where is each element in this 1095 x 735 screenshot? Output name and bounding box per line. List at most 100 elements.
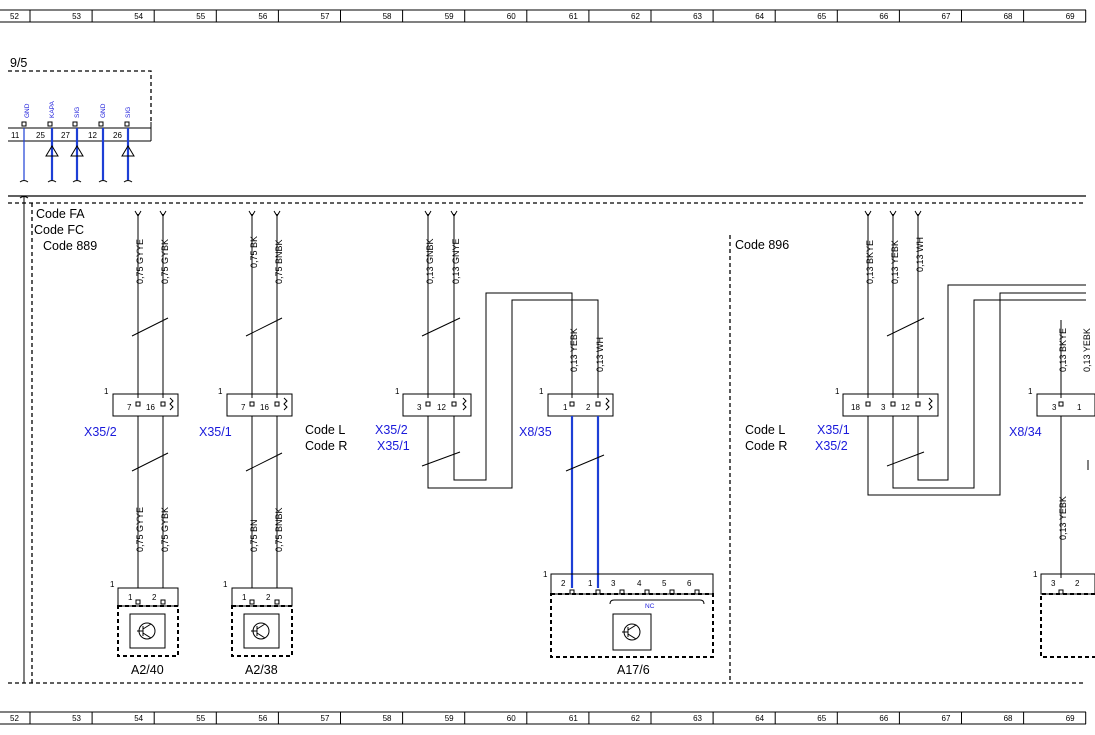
- wire-label: 0,75 BNBK: [274, 507, 284, 552]
- ruler-column-number: 67: [942, 714, 951, 723]
- component-a17-6: 1 2 1 3 4 5 6 NC A17/6: [543, 570, 714, 677]
- svg-text:16: 16: [146, 403, 155, 412]
- wire-group-a2-38: 0,75 BK 0,75 BNBK 1 7 16 X35/1 0,75 BN 0…: [199, 214, 293, 677]
- wire-label: 0,13 GNYE: [451, 238, 461, 284]
- wire-label: 0,75 GYYE: [135, 239, 145, 284]
- ruler-column-number: 68: [1004, 12, 1013, 21]
- wire-label: 0,75 GYYE: [135, 507, 145, 552]
- connector-label: X35/1: [817, 423, 850, 437]
- code-label: Code R: [305, 439, 347, 453]
- top-module-pin: GND 12: [88, 103, 107, 140]
- transistor-icon: [137, 622, 156, 640]
- svg-text:1: 1: [104, 387, 109, 396]
- wire-label: 0,13 YEBK: [1058, 496, 1068, 540]
- ruler-column-number: 57: [321, 714, 330, 723]
- svg-text:6: 6: [687, 579, 692, 588]
- top-module-ref: 9/5: [10, 56, 27, 70]
- svg-text:12: 12: [88, 131, 97, 140]
- wire-group-right: 0,13 BKYE 0,13 YEBK 0,13 WH 1 18 3 1 2 X3…: [815, 214, 1095, 658]
- ruler-column-number: 65: [817, 12, 826, 21]
- ruler-column-number: 53: [72, 12, 81, 21]
- svg-text:5: 5: [662, 579, 667, 588]
- ruler-column-number: 68: [1004, 714, 1013, 723]
- wire-label: 0,13 YEBK: [1082, 328, 1092, 372]
- ruler-column-number: 64: [755, 714, 764, 723]
- code-label: Code FC: [34, 223, 84, 237]
- svg-text:11: 11: [11, 131, 20, 140]
- svg-text:2: 2: [1075, 579, 1080, 588]
- ruler-column-number: 56: [258, 714, 267, 723]
- wire-label: 0,13 WH: [915, 237, 925, 272]
- wire-label: 0,13 GNBK: [425, 238, 435, 284]
- svg-text:3: 3: [881, 403, 886, 412]
- wire-label: 0,13 BKYE: [1058, 328, 1068, 372]
- nc-label: NC: [645, 603, 655, 610]
- svg-text:1: 1: [1028, 387, 1033, 396]
- ruler-column-number: 56: [258, 12, 267, 21]
- code-label: Code L: [305, 423, 345, 437]
- svg-text:1: 1: [110, 580, 115, 589]
- top-module-pin: KAPA 25: [36, 100, 56, 140]
- svg-text:4: 4: [637, 579, 642, 588]
- wire-label: 0,13 YEBK: [890, 240, 900, 284]
- wire-label: 0,13 BKYE: [865, 240, 875, 284]
- svg-text:27: 27: [61, 131, 70, 140]
- svg-text:1: 1: [223, 580, 228, 589]
- svg-text:1: 1: [1077, 403, 1082, 412]
- ground-icon: [45, 145, 135, 157]
- svg-text:1: 1: [128, 593, 133, 602]
- wire-label: 0,75 GYBK: [160, 507, 170, 552]
- ruler-column-number: 60: [507, 714, 516, 723]
- ruler-column-number: 52: [10, 12, 19, 21]
- ruler-column-number: 59: [445, 714, 454, 723]
- code-label: Code L: [745, 423, 785, 437]
- ruler-column-number: 59: [445, 12, 454, 21]
- connector-label: X35/1: [199, 425, 232, 439]
- transistor-icon: [251, 622, 270, 640]
- component-label: A2/38: [245, 663, 278, 677]
- svg-text:3: 3: [1052, 403, 1057, 412]
- ruler-column-number: 55: [196, 714, 205, 723]
- svg-text:1: 1: [543, 570, 548, 579]
- top-module-pin: SIG 27: [61, 107, 81, 140]
- svg-text:18: 18: [851, 403, 860, 412]
- ruler-column-number: 65: [817, 714, 826, 723]
- wire-label: 0,13 WH: [595, 337, 605, 372]
- ruler-column-number: 69: [1066, 714, 1075, 723]
- code-label: Code 896: [735, 238, 789, 252]
- connector-label: X35/2: [375, 423, 408, 437]
- svg-text:1: 1: [539, 387, 544, 396]
- wire-stubs: [134, 210, 922, 217]
- ruler-column-number: 63: [693, 714, 702, 723]
- ruler-column-number: 57: [321, 12, 330, 21]
- connector-label: X35/2: [815, 439, 848, 453]
- top-module: 9/5 GND 11 KAPA 25 SIG 27 GND 12 SIG 26: [8, 56, 152, 183]
- wire-label: 0,75 GYBK: [160, 239, 170, 284]
- ruler-column-number: 63: [693, 12, 702, 21]
- ruler-column-number: 53: [72, 714, 81, 723]
- svg-text:1: 1: [218, 387, 223, 396]
- top-module-pin: GND 11: [11, 103, 31, 140]
- svg-text:25: 25: [36, 131, 45, 140]
- ruler-column-number: 66: [879, 714, 888, 723]
- ruler-column-number: 61: [569, 12, 578, 21]
- ruler-column-number: 54: [134, 12, 143, 21]
- svg-text:3: 3: [611, 579, 616, 588]
- top-module-pin: SIG 26: [113, 107, 132, 140]
- wire-label: 0,75 BK: [249, 236, 259, 268]
- svg-text:GND: GND: [24, 103, 31, 118]
- svg-text:1: 1: [242, 593, 247, 602]
- svg-text:GND: GND: [100, 103, 107, 118]
- frame: [8, 195, 1086, 684]
- svg-text:7: 7: [241, 403, 246, 412]
- code-label: Code FA: [36, 207, 85, 221]
- ruler-column-number: 54: [134, 714, 143, 723]
- wire-label: 0,75 BNBK: [274, 239, 284, 284]
- ruler-column-number: 69: [1066, 12, 1075, 21]
- svg-text:1: 1: [835, 387, 840, 396]
- svg-text:1: 1: [395, 387, 400, 396]
- connector-label: X8/34: [1009, 425, 1042, 439]
- ruler-column-number: 58: [383, 714, 392, 723]
- svg-text:16: 16: [260, 403, 269, 412]
